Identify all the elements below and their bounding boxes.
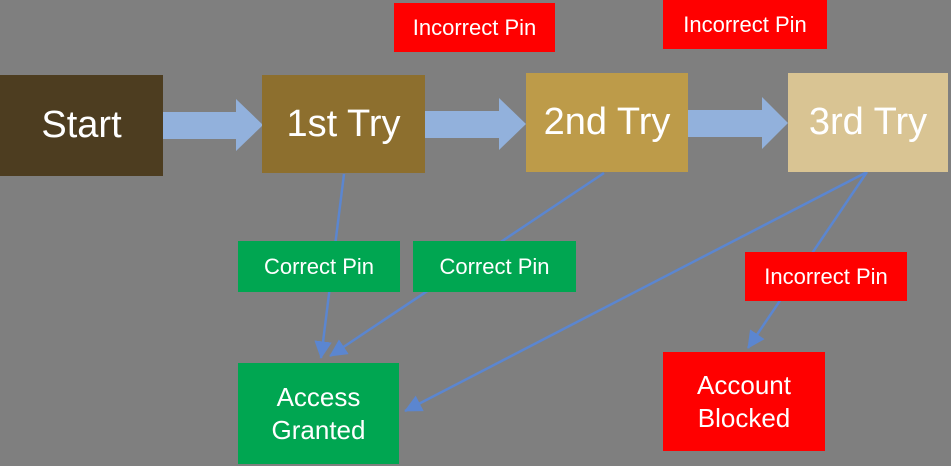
edge-label-incorrect-pin-try1-try2: Incorrect Pin <box>394 3 555 52</box>
edge-label-incorrect-pin-try2-try3: Incorrect Pin <box>663 0 827 49</box>
block-arrow-try2-to-try3 <box>688 97 788 149</box>
edge-label-text: Correct Pin <box>263 253 375 279</box>
node-account-blocked-label-line1: Account <box>697 370 791 401</box>
node-account-blocked-label-line2: Blocked <box>697 402 791 433</box>
node-third-try-label: 3rd Try <box>808 101 928 143</box>
node-start: Start <box>0 75 163 176</box>
edge-label-incorrect-pin-try3-blocked: Incorrect Pin <box>745 252 907 301</box>
node-first-try-label: 1st Try <box>286 102 401 145</box>
node-second-try-label: 2nd Try <box>543 101 671 143</box>
node-first-try: 1st Try <box>262 75 425 173</box>
connector-try3-to-access-granted <box>404 170 868 413</box>
block-arrow-try1-to-try2 <box>425 98 526 150</box>
edge-label-text: Incorrect Pin <box>412 14 537 40</box>
edge-label-correct-pin-try1: Correct Pin <box>238 241 400 292</box>
edge-label-text: Incorrect Pin <box>683 11 807 37</box>
node-access-granted-label-line1: Access <box>276 382 361 413</box>
node-access-granted: Access Granted <box>238 363 399 464</box>
node-account-blocked: Account Blocked <box>663 352 825 451</box>
edge-label-correct-pin-try2: Correct Pin <box>413 241 576 292</box>
node-third-try: 3rd Try <box>788 73 948 172</box>
node-start-label: Start <box>41 104 122 146</box>
node-access-granted-label-line2: Granted <box>271 414 366 445</box>
edge-label-text: Correct Pin <box>439 253 550 279</box>
edge-label-text: Incorrect Pin <box>764 263 888 289</box>
node-second-try: 2nd Try <box>526 73 688 172</box>
block-arrow-start-to-try1 <box>163 99 263 151</box>
